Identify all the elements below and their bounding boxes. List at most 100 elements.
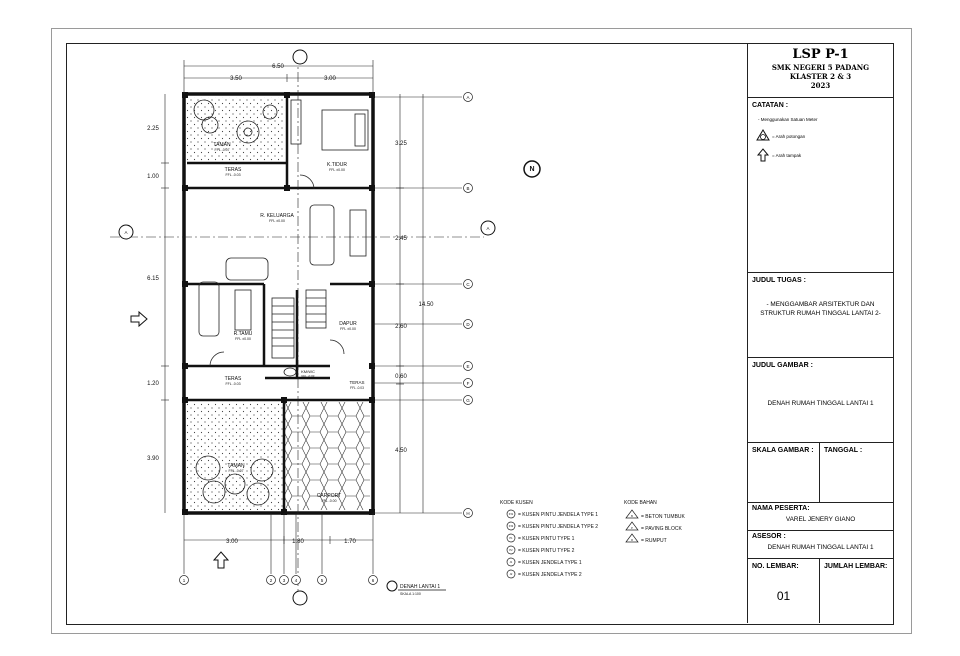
room-ffl: FFL -0.03 <box>350 386 364 390</box>
room-ffl: FFL -0.07 <box>214 148 229 152</box>
dim-right: 2.45 <box>395 236 407 242</box>
sheet-total-label: JUMLAH LEMBAR: <box>824 563 888 570</box>
dim-total-right: 14.50 <box>418 302 434 308</box>
room-label: TAMAN <box>227 463 245 469</box>
room-ffl: FFL ±0.00 <box>235 337 251 341</box>
grid-label: A <box>466 95 469 100</box>
participant-section: NAMA PESERTA: VAREL JENERY GIANO <box>748 503 893 531</box>
title-header: LSP P-1 SMK NEGERI 5 PADANG KLASTER 2 & … <box>748 43 893 98</box>
dim-bottom: 1.70 <box>344 539 356 545</box>
dim-left: 3.90 <box>147 456 159 462</box>
task-line-1: - MENGGAMBAR ARSITEKTUR DAN <box>766 301 875 308</box>
carport-paving-area <box>285 402 370 510</box>
legend-bahan-code: B <box>631 514 633 518</box>
room-label: R. KELUARGA <box>260 213 294 219</box>
note-units: - Menggunakan Satuan Meter <box>758 117 818 122</box>
view-arrow-icon <box>130 310 148 328</box>
room-label: TAMAN <box>213 142 231 148</box>
dim-right: 0.60 <box>395 374 407 380</box>
legend-kusen-code: J2 <box>510 572 513 576</box>
grid-label: C <box>466 282 470 287</box>
room-ffl: FFL ±0.00 <box>269 219 285 223</box>
room-label: R.TAMU <box>234 331 253 337</box>
room-ffl: FFL -0.03 <box>225 173 240 177</box>
note-section: = Arah potongan <box>772 134 806 139</box>
legend-bahan-title: KODE BAHAN <box>624 500 657 506</box>
room-ffl: FFL -0.07 <box>228 469 243 473</box>
legend-kusen-item: = KUSEN JENDELA TYPE 1 <box>518 560 582 566</box>
sofa-family <box>309 204 335 266</box>
legend-kusen-item: = KUSEN PINTU JENDELA TYPE 2 <box>518 524 598 530</box>
dim-right: 3.25 <box>395 141 407 147</box>
grid-label: E <box>466 364 469 369</box>
grid-label: F <box>467 381 470 386</box>
room-ffl: FFL ±0.00 <box>340 327 356 331</box>
title-block: LSP P-1 SMK NEGERI 5 PADANG KLASTER 2 & … <box>747 43 893 623</box>
task-line-2: STRUKTUR RUMAH TINGGAL LANTAI 2- <box>760 310 881 317</box>
room-ffl: FFL -0.03 <box>225 382 240 386</box>
dim-top-total: 6.50 <box>272 64 284 70</box>
school-name: SMK NEGERI 5 PADANG <box>771 63 870 72</box>
room-label: K.TIDUR <box>327 162 347 168</box>
assessor-name: DENAH RUMAH TINGGAL LANTAI 1 <box>767 544 874 551</box>
participant-name: VAREL JENERY GIANO <box>785 516 856 523</box>
room-ffl: FFL ±0.00 <box>329 168 345 172</box>
plan-caption: DENAH LANTAI 1 <box>400 584 440 590</box>
grid-label: 4 <box>295 578 298 583</box>
legend-bahan-item: = BETON TUMBUK <box>641 514 686 520</box>
room-label: TERAS <box>225 167 242 173</box>
grid-label: H <box>466 511 469 516</box>
grid-label: B <box>466 186 469 191</box>
dim-left: 1.20 <box>147 381 159 387</box>
grid-label: 3 <box>283 578 286 583</box>
cluster-label: KLASTER 2 & 3 <box>789 72 852 81</box>
section-marker-label: A <box>124 230 127 235</box>
view-symbol-icon <box>756 148 770 162</box>
grid-label: 2 <box>270 578 273 583</box>
sheet-title: LSP P-1 <box>792 47 849 62</box>
drawing-label: JUDUL GAMBAR : <box>752 362 813 369</box>
drawing-frame <box>66 43 894 625</box>
legend-kusen-item: = KUSEN PINTU TYPE 1 <box>518 536 575 542</box>
legend-kusen-code: J1 <box>510 560 513 564</box>
room-label: KM/WC <box>301 369 315 374</box>
bed <box>321 109 369 151</box>
sofa-living <box>225 257 269 281</box>
date-label: TANGGAL : <box>824 447 863 454</box>
legend-kusen-code: PJ1 <box>509 512 514 516</box>
room-label: CARPORT <box>317 493 341 499</box>
dim-bottom: 1.80 <box>292 539 304 545</box>
grid-label: 6 <box>372 578 375 583</box>
dim-top-right: 3.00 <box>324 76 336 82</box>
dim-right: 2.60 <box>395 324 407 330</box>
section-symbol-icon <box>756 129 770 141</box>
assessor-section: ASESOR : DENAH RUMAH TINGGAL LANTAI 1 <box>748 531 893 559</box>
sheet-number-section: NO. LEMBAR: JUMLAH LEMBAR: 01 <box>748 559 893 623</box>
room-ffl: FFL -0.00 <box>321 499 336 503</box>
note-view: = Arah tampak <box>772 153 802 158</box>
legend-kusen-code: P2 <box>509 548 513 552</box>
dim-bottom: 3.00 <box>226 539 238 545</box>
section-marker-label: A <box>486 226 489 231</box>
scale-label: SKALA GAMBAR : <box>752 447 814 454</box>
task-label: JUDUL TUGAS : <box>752 277 806 284</box>
room-label: DAPUR <box>339 321 357 327</box>
drawing-title: DENAH RUMAH TINGGAL LANTAI 1 <box>767 400 874 407</box>
dim-top-left: 3.50 <box>230 76 242 82</box>
task-section: JUDUL TUGAS : - MENGGAMBAR ARSITEKTUR DA… <box>748 273 893 358</box>
legend-kusen-item: = KUSEN PINTU TYPE 2 <box>518 548 575 554</box>
participant-label: NAMA PESERTA: <box>752 505 810 512</box>
view-arrow-icon <box>212 551 230 569</box>
north-arrow-icon <box>523 160 541 178</box>
notes-label: CATATAN : <box>752 102 789 109</box>
legend-kusen-title: KODE KUSEN <box>500 500 533 506</box>
grid-label: 5 <box>321 578 324 583</box>
assessor-label: ASESOR : <box>752 533 786 540</box>
grid-label: D <box>466 322 470 327</box>
room-label: TERAS <box>225 376 242 382</box>
north-label: N <box>529 166 534 173</box>
sheet-no-label: NO. LEMBAR: <box>752 563 799 570</box>
drawing-title-section: JUDUL GAMBAR : DENAH RUMAH TINGGAL LANTA… <box>748 358 893 443</box>
legend-bahan-item: = PAVING BLOCK <box>641 526 682 532</box>
outer-wall <box>182 92 375 515</box>
